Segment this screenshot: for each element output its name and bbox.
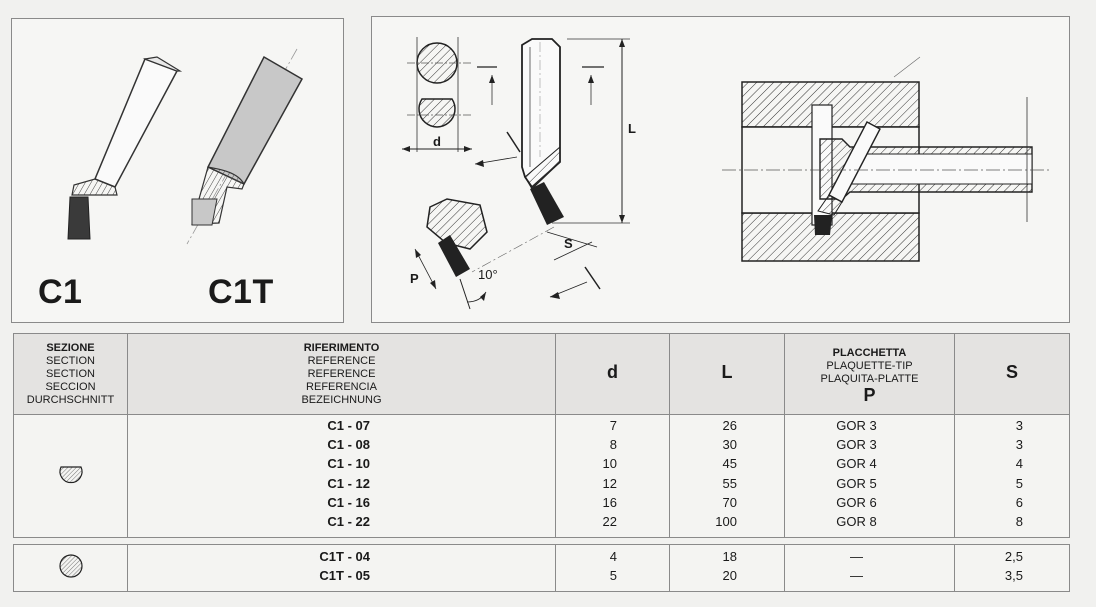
table-row: C1 - 07 C1 - 08 C1 - 10 C1 - 12 C1 - 16 …: [13, 414, 1070, 538]
flat-round-section-icon: [58, 466, 83, 484]
specification-table: SEZIONE SECTION SECTION SECCION DURCHSCH…: [13, 333, 1070, 592]
section-cell: [13, 544, 128, 592]
dimension-label-S: S: [564, 236, 573, 251]
d-cell: 4 5: [555, 544, 670, 592]
S-cell: 3 3 4 5 6 8: [954, 414, 1070, 538]
tool-illustration-panel: C1 C1T: [11, 18, 344, 323]
table-separator: [13, 537, 1070, 545]
assembly-section-view: [722, 56, 1052, 262]
tip-detail-view: [414, 198, 488, 310]
cross-section-views: [402, 37, 472, 152]
tip-cell: — —: [784, 544, 955, 592]
table-row: C1T - 04 C1T - 05 4 5 18 20 — — 2,5 3,5: [13, 544, 1070, 592]
column-header-section: SEZIONE SECTION SECTION SECCION DURCHSCH…: [13, 333, 128, 415]
tool-sketch: [67, 48, 304, 245]
round-section-icon: [58, 554, 83, 578]
technical-drawing: [402, 37, 1052, 310]
angle-label: 10°: [478, 267, 498, 282]
dimension-drawing-panel: d L S P 10°: [371, 16, 1070, 323]
S-cell: 2,5 3,5: [954, 544, 1070, 592]
dimension-label-L: L: [628, 121, 636, 136]
table-header-row: SEZIONE SECTION SECTION SECCION DURCHSCH…: [13, 333, 1070, 415]
reference-cell: C1 - 07 C1 - 08 C1 - 10 C1 - 12 C1 - 16 …: [127, 414, 556, 538]
dimension-label-d: d: [433, 134, 441, 149]
column-header-d: d: [555, 333, 670, 415]
L-cell: 26 30 45 55 70 100: [669, 414, 785, 538]
reference-cell: C1T - 04 C1T - 05: [127, 544, 556, 592]
column-header-S: S: [954, 333, 1070, 415]
dimension-label-P: P: [410, 271, 419, 286]
column-header-reference: RIFERIMENTO REFERENCE REFERENCE REFERENC…: [127, 333, 556, 415]
L-cell: 18 20: [669, 544, 785, 592]
c1t-tool-drawing: [186, 48, 304, 245]
column-header-L: L: [669, 333, 785, 415]
d-cell: 7 8 10 12 16 22: [555, 414, 670, 538]
tip-cell: GOR 3 GOR 3 GOR 4 GOR 5 GOR 6 GOR 8: [784, 414, 955, 538]
c1-tool-drawing: [67, 56, 183, 240]
column-header-tip: PLACCHETTA PLAQUETTE-TIP PLAQUITA-PLATTE…: [784, 333, 955, 415]
model-label-c1t: C1T: [208, 273, 274, 311]
section-cell: [13, 414, 128, 538]
model-label-c1: C1: [38, 273, 83, 311]
tool-side-view: [471, 38, 630, 299]
